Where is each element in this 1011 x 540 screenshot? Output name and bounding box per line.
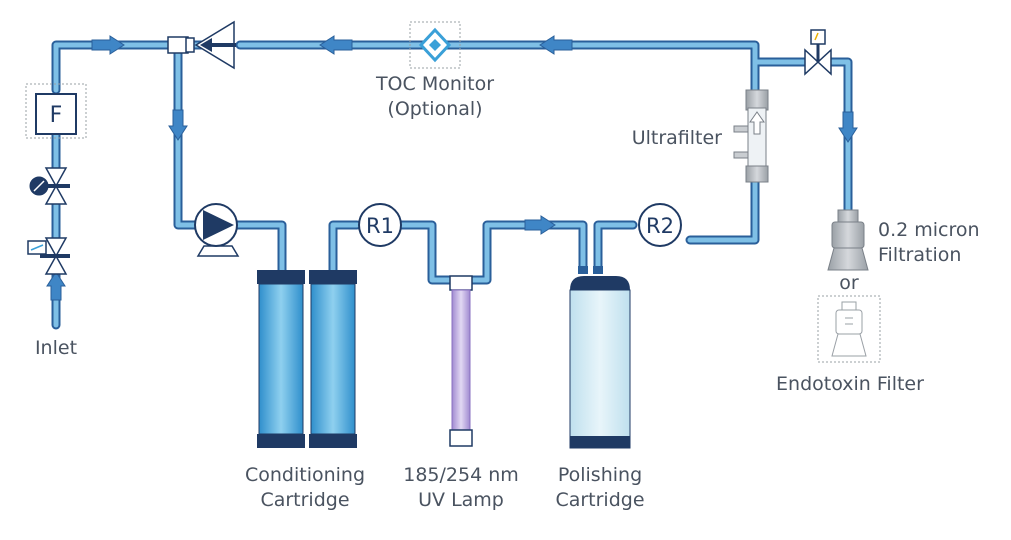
inlet-label: Inlet xyxy=(34,337,78,359)
resistivity-cell-r2: R2 xyxy=(638,203,682,247)
uv-lamp xyxy=(449,275,473,447)
filtration-label-line2: Filtration xyxy=(878,244,962,266)
conditioning-cartridge xyxy=(257,270,357,448)
polishing-label-line1: Polishing xyxy=(557,464,643,486)
r2-label: R2 xyxy=(646,214,674,238)
arrow-up-icon xyxy=(749,111,765,135)
flow-arrow-right-icon xyxy=(91,35,125,55)
ultrafilter-label: Ultrafilter xyxy=(631,127,722,149)
inlet-valve-2 xyxy=(27,237,70,275)
solenoid-icon xyxy=(810,29,826,45)
toc-monitor xyxy=(418,27,452,63)
resistivity-cell-r1: R1 xyxy=(358,203,402,247)
r1-label: R1 xyxy=(366,214,394,238)
pump xyxy=(194,203,240,257)
flow-arrow-left-icon xyxy=(539,35,573,55)
uv-lamp-label-line2: UV Lamp xyxy=(418,489,504,511)
uv-lamp-label-line1: 185/254 nm xyxy=(403,464,519,486)
three-way-valve xyxy=(804,29,832,76)
flow-arrow-left-icon xyxy=(319,35,353,55)
toc-monitor-label-line1: TOC Monitor xyxy=(375,73,495,95)
conditioning-label-line1: Conditioning xyxy=(244,464,366,486)
toc-monitor-label-line2: (Optional) xyxy=(387,98,483,120)
arrow-left-icon xyxy=(200,38,212,52)
inlet-valve-1 xyxy=(29,167,70,205)
pump-triangle-icon xyxy=(203,210,234,240)
prefilter-label: F xyxy=(50,103,63,128)
or-label: or xyxy=(839,272,859,294)
filtration-label-line1: 0.2 micron xyxy=(878,219,980,241)
ultrafilter xyxy=(733,89,769,183)
flow-arrows xyxy=(46,35,858,301)
polishing-label-line2: Cartridge xyxy=(555,489,645,511)
polishing-cartridge xyxy=(569,266,631,449)
endotoxin-filter xyxy=(831,301,867,357)
flow-arrow-up-icon xyxy=(46,271,66,301)
endotoxin-filter-label: Endotoxin Filter xyxy=(776,373,924,395)
flow-arrow-right-icon xyxy=(524,215,556,235)
conditioning-label-line2: Cartridge xyxy=(260,489,350,511)
check-valve xyxy=(167,20,236,70)
micron-filter xyxy=(827,209,869,271)
flow-arrow-down-icon xyxy=(838,111,858,143)
flow-arrow-down-icon xyxy=(168,109,188,141)
prefilter-f: F xyxy=(35,93,77,135)
